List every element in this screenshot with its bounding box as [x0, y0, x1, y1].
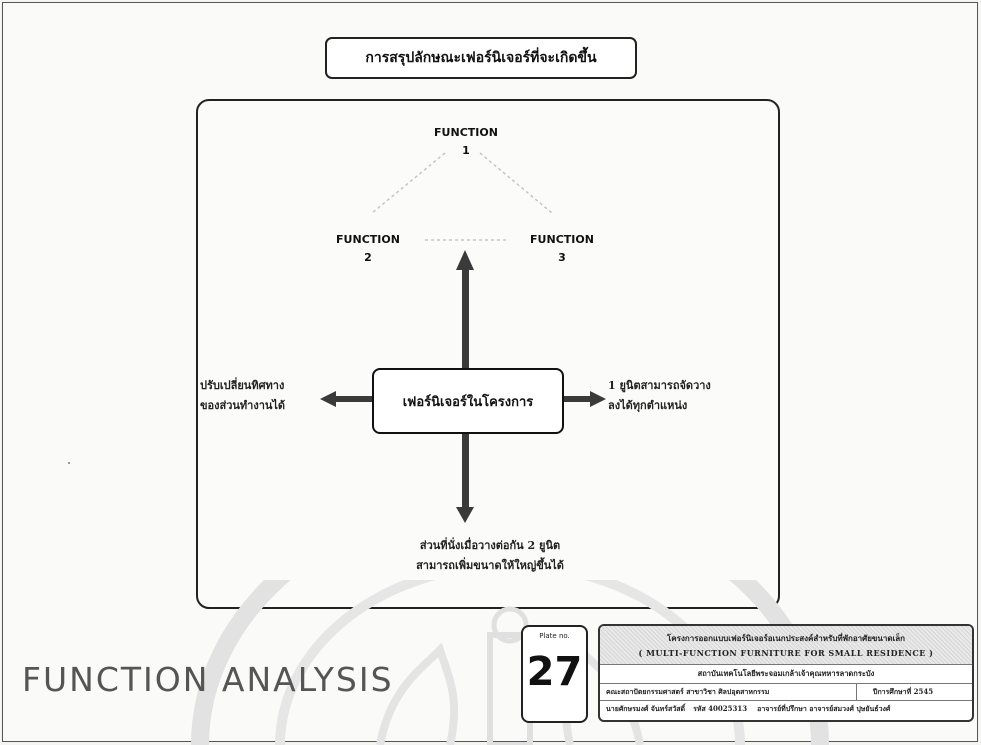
right-arrow-head	[590, 391, 606, 407]
student-id: รหัส 40025313	[693, 704, 748, 713]
function-2-number: 2	[364, 251, 372, 264]
faculty-name: คณะสถาปัตยกรรมศาสตร์ สาขาวิชา ศิลปอุตสาห…	[600, 684, 857, 700]
section-title: FUNCTION ANALYSIS	[22, 660, 394, 699]
plate-label: Plate no.	[539, 632, 570, 640]
plate-number-box: Plate no. 27	[521, 625, 588, 723]
faculty-row: คณะสถาปัตยกรรมศาสตร์ สาขาวิชา ศิลปอุตสาห…	[600, 684, 972, 701]
institution-name: สถาบันเทคโนโลยีพระจอมเกล้าเจ้าคุณทหารลาด…	[697, 669, 875, 678]
project-name-english: ( MULTI-FUNCTION FURNITURE FOR SMALL RES…	[638, 648, 934, 658]
up-arrow-head	[456, 250, 474, 270]
project-name-thai: โครงการออกแบบเฟอร์นิเจอร์อเนกประสงค์สำหร…	[667, 633, 905, 643]
function-1-title: FUNCTION	[434, 126, 498, 139]
center-furniture-label: เฟอร์นิเจอร์ในโครงการ	[402, 394, 534, 410]
down-arrow-shaft	[462, 430, 469, 510]
title-block: โครงการออกแบบเฟอร์นิเจอร์อเนกประสงค์สำหร…	[598, 624, 974, 722]
left-arrow-head	[320, 391, 336, 407]
connector-f1-f2	[371, 152, 446, 214]
plate-number: 27	[526, 649, 583, 695]
center-furniture-box: เฟอร์นิเจอร์ในโครงการ	[372, 368, 564, 434]
function-3-title: FUNCTION	[530, 233, 594, 246]
function-3-number: 3	[558, 251, 566, 264]
function-3-label: FUNCTION 3	[517, 231, 607, 267]
right-annotation-line2: ลงได้ทุกตำแหน่ง	[608, 399, 688, 412]
left-annotation-line2: ของส่วนทำงานได้	[200, 399, 286, 412]
left-annotation: ปรับเปลี่ยนทิศทาง ของส่วนทำงานได้	[200, 376, 330, 416]
student-row: นายศักษรมงศ์ จันทร์สวัสดิ์ รหัส 40025313…	[600, 701, 972, 718]
function-1-number: 1	[462, 144, 470, 157]
sheet-title-text: การสรุปลักษณะเฟอร์นิเจอร์ที่จะเกิดขึ้น	[365, 50, 597, 66]
function-1-label: FUNCTION 1	[421, 124, 511, 160]
function-2-title: FUNCTION	[336, 233, 400, 246]
advisor-name: อาจารย์ที่ปรึกษา อาจารย์สมวงศ์ ปุษยันธ์ว…	[757, 704, 891, 713]
up-arrow-shaft	[462, 266, 469, 368]
student-name: นายศักษรมงศ์ จันทร์สวัสดิ์	[606, 704, 686, 713]
bottom-annotation: ส่วนที่นั่งเมื่อวางต่อกัน 2 ยูนิต สามารถ…	[360, 536, 620, 576]
bottom-annotation-line1: ส่วนที่นั่งเมื่อวางต่อกัน 2 ยูนิต	[419, 539, 561, 552]
bottom-annotation-line2: สามารถเพิ่มขนาดให้ใหญ่ขึ้นได้	[416, 559, 564, 572]
academic-year: ปีการศึกษาที่ 2545	[873, 686, 934, 696]
diagram-frame	[196, 99, 780, 609]
left-annotation-line1: ปรับเปลี่ยนทิศทาง	[200, 379, 285, 392]
stray-dot	[68, 462, 70, 464]
function-2-label: FUNCTION 2	[323, 231, 413, 267]
down-arrow-head	[456, 507, 474, 523]
title-block-project: โครงการออกแบบเฟอร์นิเจอร์อเนกประสงค์สำหร…	[600, 626, 972, 665]
sheet-title: การสรุปลักษณะเฟอร์นิเจอร์ที่จะเกิดขึ้น	[325, 37, 637, 79]
institution-row: สถาบันเทคโนโลยีพระจอมเกล้าเจ้าคุณทหารลาด…	[600, 665, 972, 684]
right-annotation-line1: 1 ยูนิตสามารถจัดวาง	[608, 379, 711, 392]
right-arrow-shaft	[560, 396, 594, 402]
left-arrow-shaft	[332, 396, 372, 402]
connector-f1-f3	[479, 152, 553, 214]
right-annotation: 1 ยูนิตสามารถจัดวาง ลงได้ทุกตำแหน่ง	[608, 376, 738, 416]
